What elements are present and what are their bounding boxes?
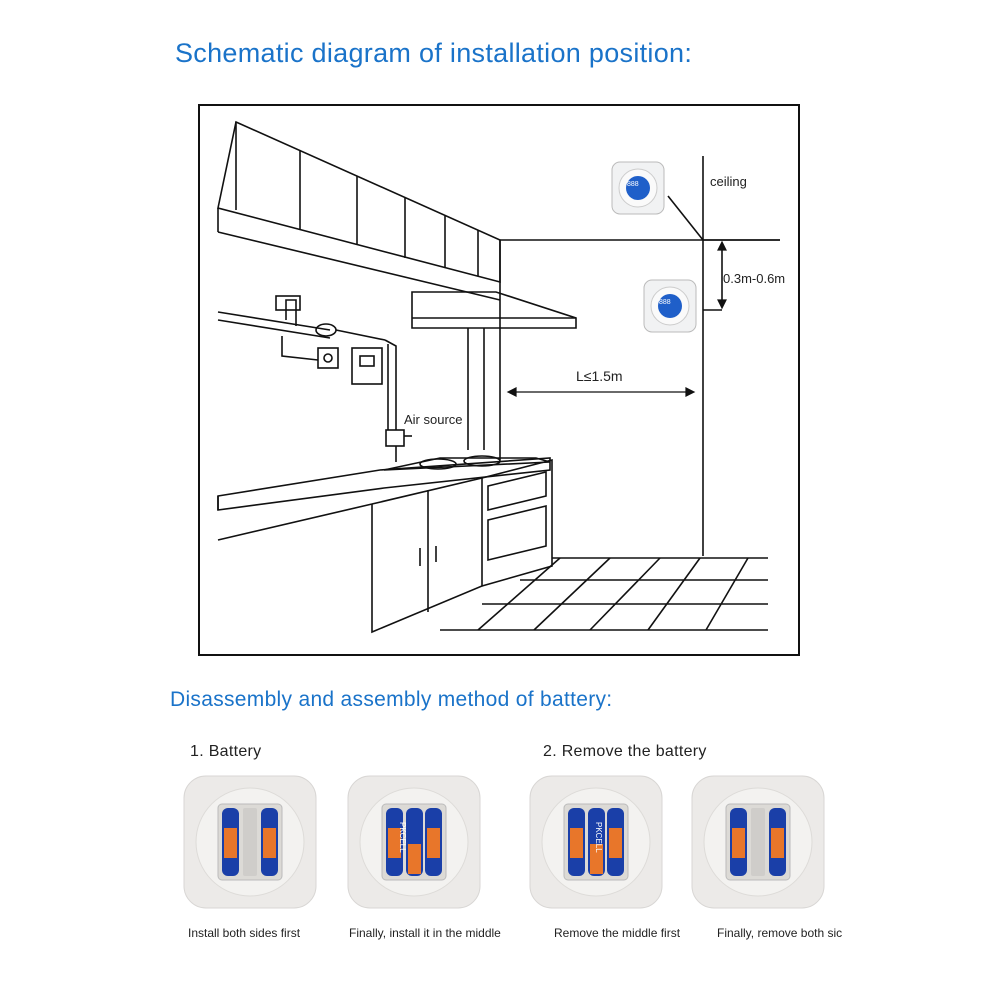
photo-caption: Install both sides first <box>188 926 301 940</box>
installation-schematic-frame <box>198 104 800 656</box>
wall-detector-display: 888 <box>659 299 671 306</box>
air-source-label: Air source <box>404 412 463 427</box>
ceiling-detector-icon <box>611 161 665 215</box>
battery-photo-install-sides <box>183 775 317 909</box>
photo-caption: Finally, install it in the middle <box>349 926 501 940</box>
page-title: Schematic diagram of installation positi… <box>175 38 693 68</box>
battery-photo-remove-middle <box>529 775 663 909</box>
step-1-label: 1. Battery <box>190 743 262 760</box>
ceiling-label: ceiling <box>710 174 747 189</box>
distance-label: L≤1.5m <box>576 368 623 384</box>
wall-detector-icon <box>643 279 697 333</box>
battery-photo-install-middle <box>347 775 481 909</box>
battery-section-title: Disassembly and assembly method of batte… <box>170 688 613 711</box>
battery-brand-label: PKCELL <box>594 822 603 853</box>
battery-photo-remove-sides <box>691 775 825 909</box>
photo-caption: Remove the middle first <box>554 926 681 940</box>
photo-caption: Finally, remove both sic <box>717 926 843 940</box>
step-2-label: 2. Remove the battery <box>543 743 707 760</box>
height-range-label: 0.3m-0.6m <box>723 271 786 286</box>
ceiling-detector-display: 888 <box>627 181 639 188</box>
battery-brand-label: PKCELL <box>398 822 407 853</box>
